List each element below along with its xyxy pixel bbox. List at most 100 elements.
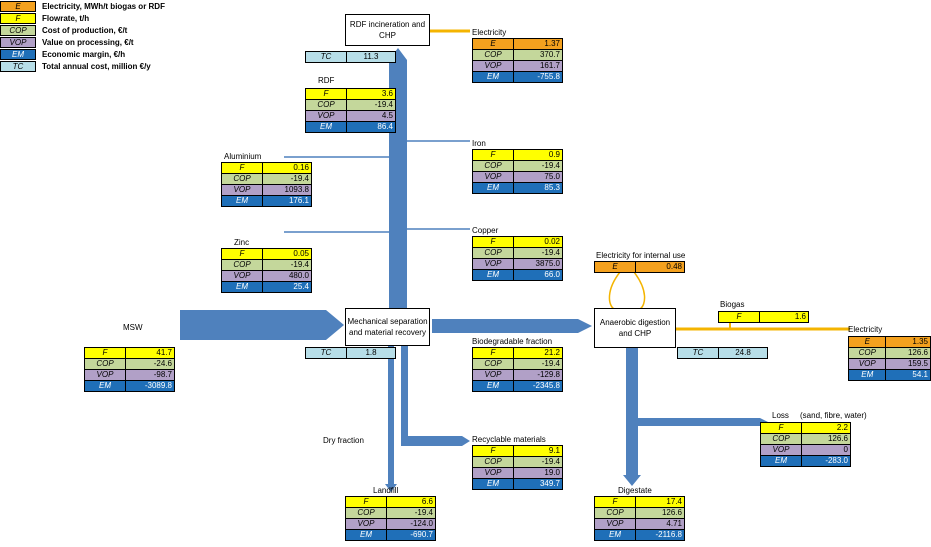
param-key: F (345, 496, 387, 508)
tc-value: 1.8 (346, 347, 396, 359)
param-value: 75.0 (513, 171, 563, 183)
legend-row-e: E Electricity, MWh/t biogas or RDF (0, 0, 165, 12)
aluminium-label: Aluminium (224, 152, 262, 161)
param-key: COP (305, 99, 347, 111)
tc-key: TC (677, 347, 719, 359)
legend-text: Cost of production, €/t (42, 25, 128, 35)
param-key: EM (472, 478, 514, 490)
legend-row-tc: TC Total annual cost, million €/y (0, 60, 165, 72)
param-value: 4.71 (635, 518, 685, 530)
param-value: -19.4 (513, 358, 563, 370)
param-key: EM (760, 455, 802, 467)
param-value: -19.4 (262, 259, 312, 271)
param-key: VOP (221, 270, 263, 282)
rdf-row-cop: COP-19.4 (305, 99, 396, 111)
loss-detail-label: (sand, fibre, water) (800, 411, 867, 420)
param-key: COP (760, 433, 802, 445)
param-key: EM (345, 529, 387, 541)
landfill-label: Landfill (373, 486, 399, 495)
param-value: 1.35 (885, 336, 931, 348)
electricity-right-label: Electricity (848, 325, 883, 334)
biogas-label: Biogas (720, 300, 745, 309)
param-key: COP (221, 173, 263, 185)
param-key: EM (221, 281, 263, 293)
legend-row-cop: COP Cost of production, €/t (0, 24, 165, 36)
param-key: EM (221, 195, 263, 207)
msw-row-vop: VOP-98.7 (84, 369, 175, 381)
param-value: -19.4 (513, 160, 563, 172)
param-key: VOP (472, 258, 514, 270)
param-value: 25.4 (262, 281, 312, 293)
param-key: EM (472, 182, 514, 194)
param-value: 1093.8 (262, 184, 312, 196)
param-key: E (847, 336, 887, 348)
param-key: COP (345, 507, 387, 519)
param-key: EM (472, 380, 514, 392)
zinc-row-cop: COP-19.4 (221, 259, 312, 271)
legend-key: COP (0, 24, 36, 36)
legend-key: E (0, 0, 36, 12)
param-value: -3089.8 (125, 380, 175, 392)
param-value: 126.6 (635, 507, 685, 519)
param-value: 54.1 (885, 369, 931, 381)
landfill-arrow (385, 345, 397, 492)
param-value: 41.7 (125, 347, 175, 359)
legend-key: F (0, 12, 36, 24)
param-value: 126.6 (801, 433, 851, 445)
legend-text: Value on processing, €/t (42, 37, 134, 47)
internal-loop-right (633, 271, 646, 310)
param-value: 0.02 (513, 236, 563, 248)
loss-label: Loss (772, 411, 789, 420)
param-key: VOP (760, 444, 802, 456)
msw-label: MSW (123, 323, 143, 332)
param-key: EM (472, 269, 514, 281)
electricity-top-label: Electricity (472, 28, 507, 37)
digestate-arrow (623, 348, 641, 486)
param-key: F (221, 162, 263, 174)
digestate-label: Digestate (618, 486, 652, 495)
param-key: VOP (472, 467, 514, 479)
param-value: 3875.0 (513, 258, 563, 270)
param-value: 161.7 (513, 60, 563, 72)
param-key: E (594, 261, 636, 273)
param-key: F (760, 422, 802, 434)
rdf-incineration-node: RDF incineration and CHP (345, 14, 430, 46)
digestate-row-em: EM-2116.8 (594, 529, 685, 541)
param-value: 19.0 (513, 467, 563, 479)
param-key: F (305, 88, 347, 100)
param-value: -755.8 (513, 71, 563, 83)
param-value: -19.4 (262, 173, 312, 185)
param-value: 3.6 (346, 88, 396, 100)
param-key: EM (472, 71, 514, 83)
param-value: 6.6 (386, 496, 436, 508)
param-key: EM (305, 121, 347, 133)
param-key: F (472, 149, 514, 161)
param-value: -2116.8 (635, 529, 685, 541)
